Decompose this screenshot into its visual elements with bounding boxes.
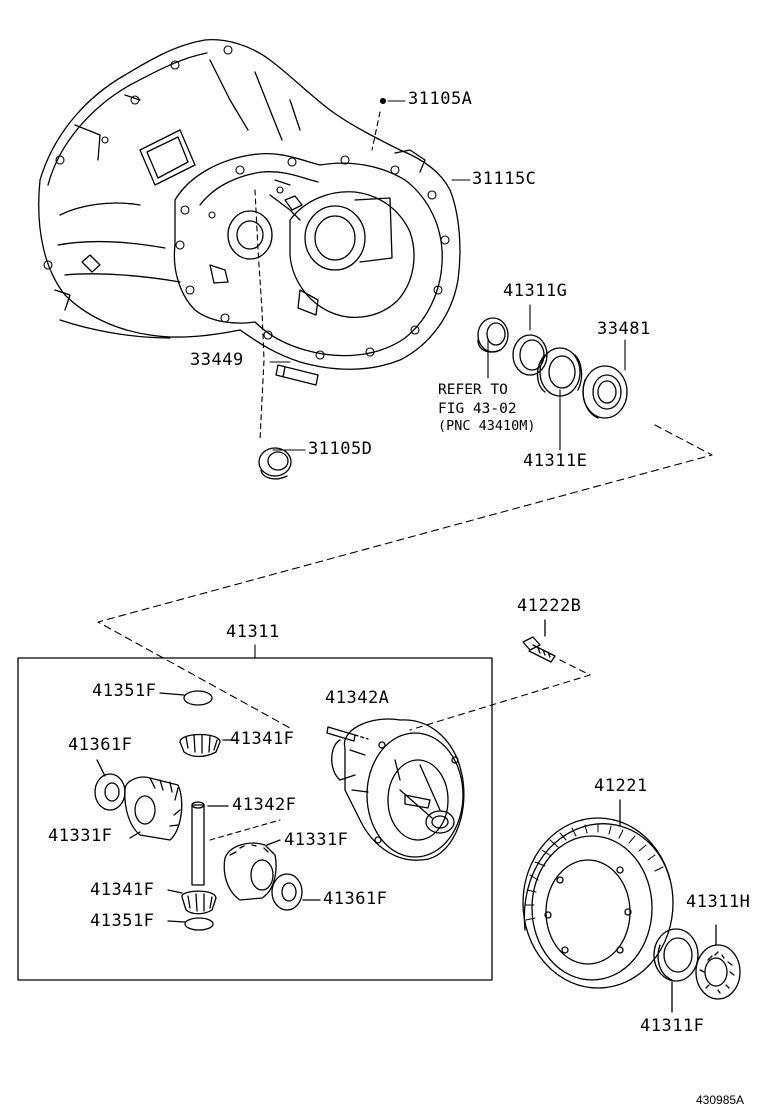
label-41341F-top: 41341F bbox=[230, 729, 295, 749]
label-31105D: 31105D bbox=[308, 439, 373, 459]
label-41331F-right: 41331F bbox=[284, 830, 349, 850]
label-41342F: 41342F bbox=[232, 795, 297, 815]
transaxle-case bbox=[38, 39, 461, 370]
washer-41351F-bottom bbox=[167, 917, 214, 931]
label-31115C: 31115C bbox=[472, 169, 537, 189]
label-41351F-bottom: 41351F bbox=[90, 911, 155, 931]
label-41311E: 41311E bbox=[523, 451, 588, 471]
diagram-code: 430985A bbox=[696, 1093, 745, 1107]
oil-seal-left bbox=[477, 317, 509, 353]
bearing-33481 bbox=[582, 365, 628, 419]
rotor-41311H bbox=[695, 924, 741, 1000]
side-gear-41331F-right bbox=[223, 839, 281, 901]
washer-41361F-right bbox=[271, 873, 321, 911]
upper-leaders bbox=[254, 97, 626, 451]
refer-note-line2: FIG 43-02 bbox=[438, 400, 517, 417]
label-41351F-top: 41351F bbox=[92, 681, 157, 701]
refer-note-line1: REFER TO bbox=[438, 382, 508, 398]
side-gear-41331F-left bbox=[124, 776, 183, 841]
differential-case bbox=[326, 718, 465, 861]
shim-41311G bbox=[512, 334, 548, 376]
bearing-41311F bbox=[653, 928, 699, 1013]
label-33449: 33449 bbox=[190, 350, 244, 370]
refer-note-line3: (PNC 43410M) bbox=[438, 418, 536, 435]
refer-note: REFER TO FIG 43-02 (PNC 43410M) bbox=[438, 381, 536, 435]
label-41222B: 41222B bbox=[517, 596, 582, 616]
pinion-41341F-bottom bbox=[167, 889, 217, 915]
label-41341F-bottom: 41341F bbox=[90, 880, 155, 900]
shaft-41342F bbox=[191, 801, 281, 886]
label-41311F: 41311F bbox=[640, 1016, 705, 1036]
label-31105A: 31105A bbox=[408, 89, 473, 109]
label-41342A: 41342A bbox=[325, 688, 390, 708]
assembly-box-41311 bbox=[17, 657, 493, 981]
pinion-41341F-top bbox=[179, 733, 236, 758]
bearing-41311E bbox=[536, 347, 583, 397]
washer-41361F-left bbox=[94, 759, 126, 811]
oil-seal-31105D bbox=[258, 447, 292, 480]
label-33481: 33481 bbox=[597, 319, 651, 339]
dashed-connector bbox=[97, 424, 713, 729]
label-41311H: 41311H bbox=[686, 892, 751, 912]
pin-33449 bbox=[275, 364, 319, 386]
label-41361F-right: 41361F bbox=[323, 889, 388, 909]
label-41361F-left: 41361F bbox=[68, 735, 133, 755]
label-41311G: 41311G bbox=[503, 281, 568, 301]
bolt-41222B bbox=[409, 619, 591, 731]
ring-gear-41221 bbox=[522, 799, 674, 989]
label-41221: 41221 bbox=[594, 776, 648, 796]
washer-41351F-top bbox=[159, 690, 213, 706]
label-41331F-left: 41331F bbox=[48, 826, 113, 846]
label-41311: 41311 bbox=[226, 622, 280, 642]
